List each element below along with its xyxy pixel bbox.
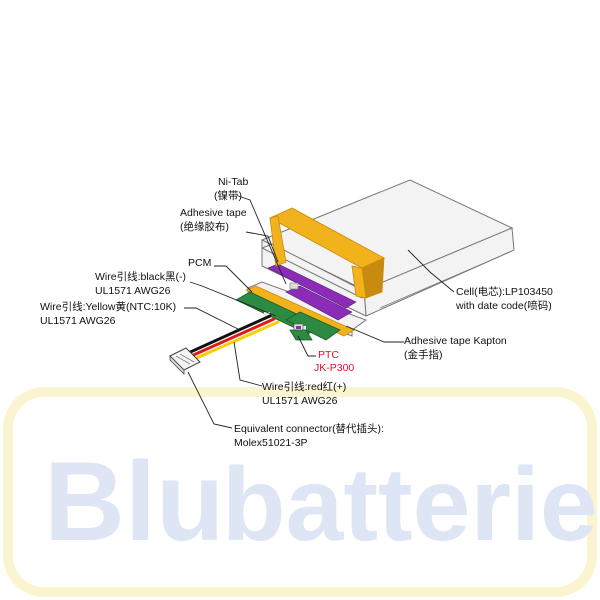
wire-red (187, 317, 276, 359)
label-connector: Equivalent connector(替代插头): (234, 422, 384, 435)
leader-wire-red (233, 341, 263, 387)
label-adhesive-tape-cn: (绝缘胶布) (180, 220, 229, 233)
labels: Ni-Tab (镍带) Adhesive tape (绝缘胶布) PCM Wir… (40, 176, 553, 449)
label-ptc-model: JK-P300 (314, 362, 354, 374)
pcm-solder-pad-1 (264, 312, 270, 316)
leader-ni-tab (237, 195, 287, 285)
label-ptc: PTC (318, 349, 339, 361)
leader-pcm (214, 265, 253, 293)
leader-wire-black (189, 281, 277, 317)
pcm-board (235, 291, 341, 341)
ptc-component (289, 323, 313, 341)
label-wire-yellow: Wire引线:Yellow黄(NTC:10K) (40, 300, 176, 313)
connector-pin-1 (175, 355, 191, 365)
label-connector-model: Molex51021-3P (234, 437, 308, 449)
ptc-base (289, 329, 313, 341)
watermark-word-batterie: batterie (222, 447, 598, 563)
pcm-board-tail (285, 311, 341, 341)
watermark-frame (3, 387, 597, 597)
label-cell: Cell(电芯):LP103450 (456, 285, 553, 298)
watermark-word-blu: Blu (44, 439, 224, 564)
label-kapton-cn: (金手指) (404, 348, 443, 361)
label-wire-black-spec: UL1571 AWG26 (95, 285, 171, 297)
tape-left-drop (269, 215, 287, 267)
cell-edge-line (379, 251, 511, 309)
label-wire-red-spec: UL1571 AWG26 (262, 395, 338, 407)
leader-lines (184, 195, 455, 429)
wire-yellow (190, 320, 280, 362)
label-ni-tab-cn: (镍带) (214, 189, 242, 202)
insulator-upper (267, 263, 357, 309)
leader-adhesive-tape (245, 231, 279, 263)
ptc-core (296, 326, 301, 329)
adhesive-tape (269, 207, 385, 299)
leader-cell (407, 249, 455, 293)
leader-connector (187, 371, 233, 429)
label-cell-date: with date code(喷码) (455, 300, 552, 312)
label-ni-tab: Ni-Tab (218, 176, 249, 188)
leader-ptc (297, 335, 316, 357)
label-wire-black: Wire引线:black黑(-) (95, 270, 186, 283)
label-wire-yellow-spec: UL1571 AWG26 (40, 315, 116, 327)
insulator-strip (267, 263, 357, 321)
label-wire-red: Wire引线:red红(+) (262, 380, 346, 393)
tape-right-face (351, 265, 367, 299)
insulator-tab-block (289, 282, 299, 290)
wire-black (184, 314, 272, 356)
label-kapton: Adhesive tape Kapton (404, 335, 507, 347)
label-adhesive-tape: Adhesive tape (180, 207, 247, 219)
leader-kapton (345, 325, 404, 343)
wire-harness (184, 314, 280, 362)
connector-pin-2 (179, 353, 195, 363)
connector (169, 347, 201, 375)
leader-wire-yellow (184, 307, 241, 331)
connector-face (169, 355, 185, 375)
label-pcm: PCM (188, 257, 211, 269)
watermark: Blu batterie (3, 387, 598, 597)
